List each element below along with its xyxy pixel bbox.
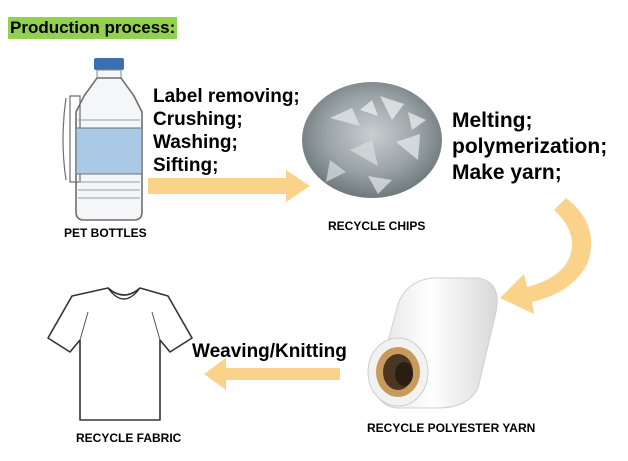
step-washing: Washing; [153, 132, 238, 153]
caption-recycle-fabric: RECYCLE FABRIC [76, 431, 182, 445]
step-melting: Melting; [452, 109, 533, 132]
step-sifting: Sifting; [153, 155, 219, 176]
arrow-to-yarn [500, 198, 592, 314]
recycle-chips-image [302, 82, 442, 198]
caption-recycle-polyester-yarn: RECYCLE POLYESTER YARN [367, 421, 536, 435]
step-weaving-knitting: Weaving/Knitting [192, 341, 347, 362]
polyester-yarn-image [367, 277, 498, 409]
step-crushing: Crushing; [153, 109, 243, 130]
arrow-to-chips [148, 170, 310, 202]
pet-bottle-image [62, 58, 143, 221]
stage2-steps: Melting; polymerization; Make yarn; [452, 108, 607, 186]
arrow-to-fabric [204, 358, 340, 390]
caption-recycle-chips: RECYCLE CHIPS [328, 219, 426, 233]
stage1-steps: Label removing; Crushing; Washing; Sifti… [153, 85, 300, 177]
caption-pet-bottles: PET BOTTLES [64, 226, 147, 240]
step-make-yarn: Make yarn; [452, 161, 562, 184]
page-title: Production process: [8, 17, 178, 39]
step-polymerization: polymerization; [452, 135, 608, 158]
tshirt-image [47, 287, 193, 421]
step-label-removing: Label removing; [153, 86, 300, 107]
